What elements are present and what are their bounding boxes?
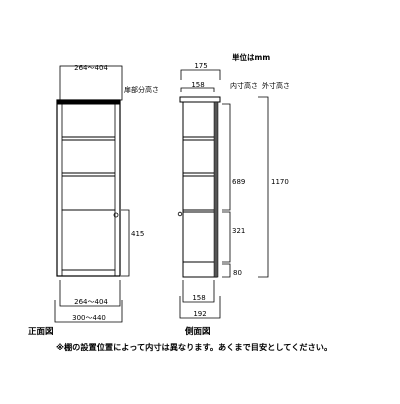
top-depth-bracket [180, 69, 221, 80]
side-panel-outline [182, 101, 218, 278]
upper-inner-height: 689 [232, 178, 245, 186]
front-top-width: 264～404 [74, 64, 108, 72]
front-cabinet-outline [56, 99, 121, 277]
side-outer-depth: 192 [193, 310, 206, 318]
outer-depth-bracket [179, 296, 221, 319]
front-view [54, 65, 130, 323]
side-view-caption: 側面図 [184, 326, 211, 337]
door-part-height-label: 扉部分高さ [124, 85, 159, 94]
base-height-bracket [222, 263, 231, 278]
side-view [177, 69, 269, 319]
side-inner-depth-bottom: 158 [192, 294, 205, 302]
door-height-bracket [121, 209, 130, 277]
side-inner-depth-top: 158 [191, 81, 204, 89]
front-outer-width: 300～440 [72, 314, 106, 322]
inner-depth-top-bracket [180, 87, 215, 92]
upper-inner-height-bracket [222, 103, 231, 211]
outer-height-label: 外寸高さ [262, 81, 290, 90]
front-open-shelf-area [61, 103, 116, 211]
front-view-caption: 正面図 [28, 327, 54, 337]
outer-width-bracket [54, 300, 123, 323]
inner-width-bracket [59, 280, 121, 307]
front-door [61, 209, 116, 271]
front-inner-width: 264～404 [74, 298, 108, 306]
inner-depth-bottom-bracket [182, 280, 215, 303]
side-top-board [179, 96, 221, 103]
front-plinth [61, 269, 116, 277]
lower-inner-height: 321 [232, 227, 245, 235]
base-height: 80 [233, 269, 242, 277]
side-door-knob [177, 211, 183, 217]
lower-inner-height-bracket [222, 211, 231, 263]
total-height-bracket [258, 96, 269, 278]
door-knob [113, 212, 119, 218]
door-height-value: 415 [131, 230, 144, 238]
installation-note: ※棚の設置位置によって内寸は異なります。あくまで目安としてください。 [56, 342, 332, 352]
total-height: 1170 [271, 178, 289, 186]
front-top-board [56, 99, 121, 105]
inner-height-label: 内寸高さ [230, 81, 258, 90]
unit-label: 単位はmm [232, 52, 270, 62]
side-back-panel [213, 101, 219, 278]
side-top-depth: 175 [194, 62, 207, 70]
